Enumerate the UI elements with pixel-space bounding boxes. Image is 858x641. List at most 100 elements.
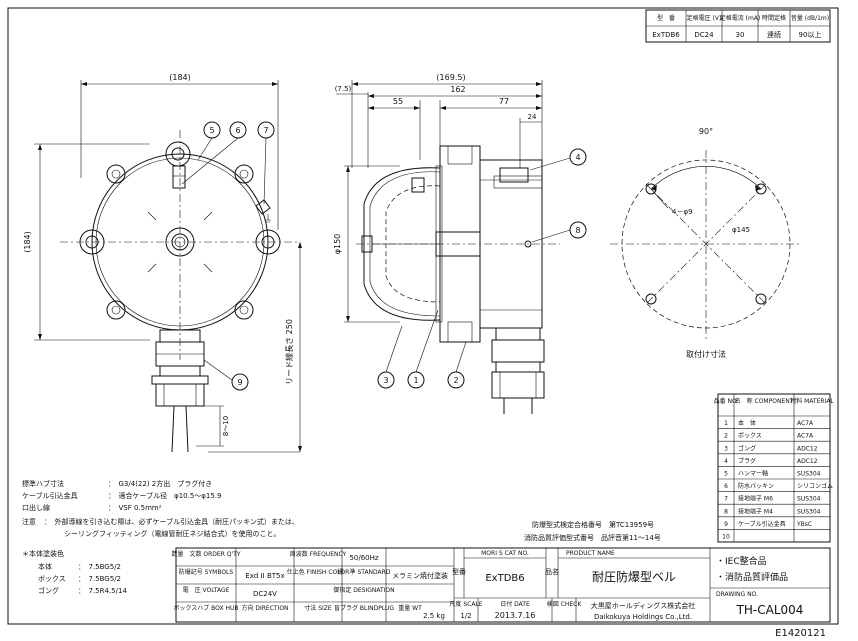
spec-volume-value: 90以上 (799, 30, 822, 39)
callout-9: 9 (237, 378, 242, 387)
spec-header-model: 型 番 (657, 14, 675, 22)
sheet-border (7, 7, 839, 625)
notes: 標準ハブ寸法 ： G3/4(22) 2方出 プラグ付き ケーブル引込金具 ： 適… (22, 479, 661, 542)
parts-row-material: ADC12 (797, 445, 818, 452)
callout-4: 4 (575, 153, 580, 162)
paint-value-2: ： 7.5BG5/2 (78, 575, 121, 583)
doc-code: E1420121 (775, 628, 826, 639)
note-lead-value: ： VSF 0.5mm² (108, 504, 162, 512)
side-162-dim: 162 (450, 85, 465, 94)
parts-header-no: 品番 NO. (714, 398, 739, 405)
parts-row-material: AC7A (797, 420, 814, 427)
tb-name-en: PRODUCT NAME (566, 550, 615, 557)
parts-row-component: 接地端子 M6 (738, 495, 773, 503)
tb-std-value: メラミン焼付塗装 (392, 571, 448, 580)
parts-row-material: SUS304 (797, 508, 821, 515)
callout-8: 8 (575, 226, 580, 235)
tb-designation-label: 御指定 DESIGNATION (333, 586, 394, 594)
plug-length-dim: 8～10 (222, 416, 230, 436)
spec-header-voltage: 定格電圧 (V) (687, 14, 722, 22)
side-7-5-dim: (7.5) (335, 85, 352, 93)
paint-part-2: ボックス (38, 575, 66, 583)
mount-hole-dim: 4－φ9 (672, 208, 693, 216)
tb-scale-value: 1/2 (460, 612, 471, 620)
side-24-dim: 24 (528, 113, 537, 121)
tb-finish-label: 仕上色 FINISH COLOR (287, 568, 350, 576)
callout-6: 6 (235, 126, 240, 135)
parts-row-no: 8 (724, 508, 728, 515)
paint-part-3: ゴング (38, 586, 59, 595)
parts-row-component: 本 体 (738, 419, 756, 427)
tb-voltage-label: 電 圧 VOLTAGE (183, 587, 230, 594)
callout-7: 7 (263, 126, 268, 135)
tb-voltage-value: DC24V (253, 590, 277, 598)
title-block: 数量 文数 ORDER Q'TY 防爆記号 SYMBOLS Exd II BT5… (172, 547, 831, 623)
parts-row-no: 7 (724, 496, 728, 503)
front-width-dim: (184) (169, 73, 191, 82)
parts-row-material: AC7A (797, 433, 814, 440)
parts-row-material: SUS304 (797, 496, 821, 503)
mount-label: 取付け寸法 (686, 349, 726, 359)
parts-row-component: ハンマー軸 (738, 470, 768, 478)
paint-value-1: ： 7.5BG5/2 (78, 563, 121, 571)
spec-header-current: 定格電流 (mA) (720, 14, 761, 22)
tb-size-label: 寸法 SIZE (304, 604, 332, 612)
mount-angle-dim: 90° (699, 127, 713, 136)
spec-model-value: ExTDB6 (652, 31, 680, 39)
parts-row-no: 2 (724, 433, 728, 440)
parts-row-no: 10 (722, 534, 730, 541)
parts-row-material: YBsC (796, 521, 812, 528)
spec-header-volume: 音量 (dB/1m) (791, 14, 829, 22)
callouts: 5 6 7 9 4 8 3 1 2 (181, 121, 587, 391)
note-cable-value: ： 適合ケーブル径 φ10.5～φ15.9 (108, 491, 222, 500)
note-hub-label: 標準ハブ寸法 (22, 479, 64, 488)
mounting-view: 90° 4－φ9 φ145 取付け寸法 (610, 127, 800, 359)
note-caution-line2: シーリングフィッティング（電線管耐圧ネジ結合式）を使用のこと。 (64, 529, 280, 538)
parts-row-component: 防水パッキン (738, 482, 774, 490)
approval-number-1: 防爆型式検定合格番号 第TC13959号 (532, 520, 654, 529)
parts-row-component: ケーブル引込金具 (738, 520, 786, 528)
side-view: (169.5) 162 (7.5) 55 77 24 φ150 (333, 73, 560, 414)
paint-title: ＊本体塗装色 (22, 549, 64, 558)
tb-date-value: 2013.7.16 (495, 611, 536, 620)
side-55-dim: 55 (393, 97, 403, 106)
parts-row-no: 6 (724, 483, 728, 490)
tb-company-jp: 大黒屋ホールディングス株式会社 (591, 601, 696, 610)
spec-voltage-value: DC24 (694, 31, 714, 39)
paint-colors: ＊本体塗装色 本体 ： 7.5BG5/2 ボックス ： 7.5BG5/2 ゴング… (22, 549, 127, 595)
tb-drawing-no: TH-CAL004 (736, 603, 804, 617)
parts-row-component: ゴング (738, 444, 756, 452)
parts-row-material: ADC12 (797, 458, 818, 465)
note-caution-label: 注意 (22, 517, 36, 526)
paint-part-1: 本体 (38, 562, 52, 571)
tb-symbols-value: Exd II BT5x (245, 572, 284, 580)
tb-company-en: Daikokuya Holdings Co.,Ltd. (594, 613, 692, 621)
note-hub-value: ： G3/4(22) 2方出 プラグ付き (108, 479, 212, 488)
parts-header-component: 名 称 COMPONENT (735, 397, 794, 405)
front-height-dim: (184) (23, 231, 32, 253)
tb-date-label: 日付 DATE (500, 600, 530, 608)
tb-weight-label: 重量 WT (398, 604, 422, 612)
note-caution-line1: ： 外部導線を引き込む際は、必ずケーブル引込金具（耐圧パッキン式）または、 (44, 517, 299, 526)
parts-row-component: ボックス (738, 432, 762, 440)
side-diameter-dim: φ150 (333, 234, 342, 255)
approval-number-2: 消防品質評価型式番号 品評音第11～14号 (524, 533, 661, 542)
parts-row-no: 9 (724, 521, 728, 528)
parts-header-material: 材料 MATERIAL (790, 397, 834, 405)
tb-feature-iec: ・IEC整合品 (716, 555, 767, 567)
tb-name-label: 品名 (545, 567, 559, 576)
callout-1: 1 (413, 376, 418, 385)
tb-scale-label: 尺度 SCALE (449, 600, 482, 608)
spec-header-rating: 時間定格 (762, 14, 786, 22)
parts-row-material: シリコンゴム (797, 482, 833, 490)
parts-row-component: 接地端子 M4 (738, 507, 773, 515)
paint-value-3: ： 7.5R4.5/14 (78, 587, 127, 595)
parts-row-material: SUS304 (797, 471, 821, 478)
parts-row-no: 3 (724, 445, 728, 452)
note-lead-label: 口出し線 (22, 503, 50, 512)
cable-length-dim: リード線長さ 250 (284, 319, 294, 385)
tb-direction-label: 方向 DIRECTION (241, 604, 288, 612)
tb-product-name: 耐圧防爆型ベル (592, 569, 676, 584)
spec-rating-value: 連続 (767, 30, 781, 39)
